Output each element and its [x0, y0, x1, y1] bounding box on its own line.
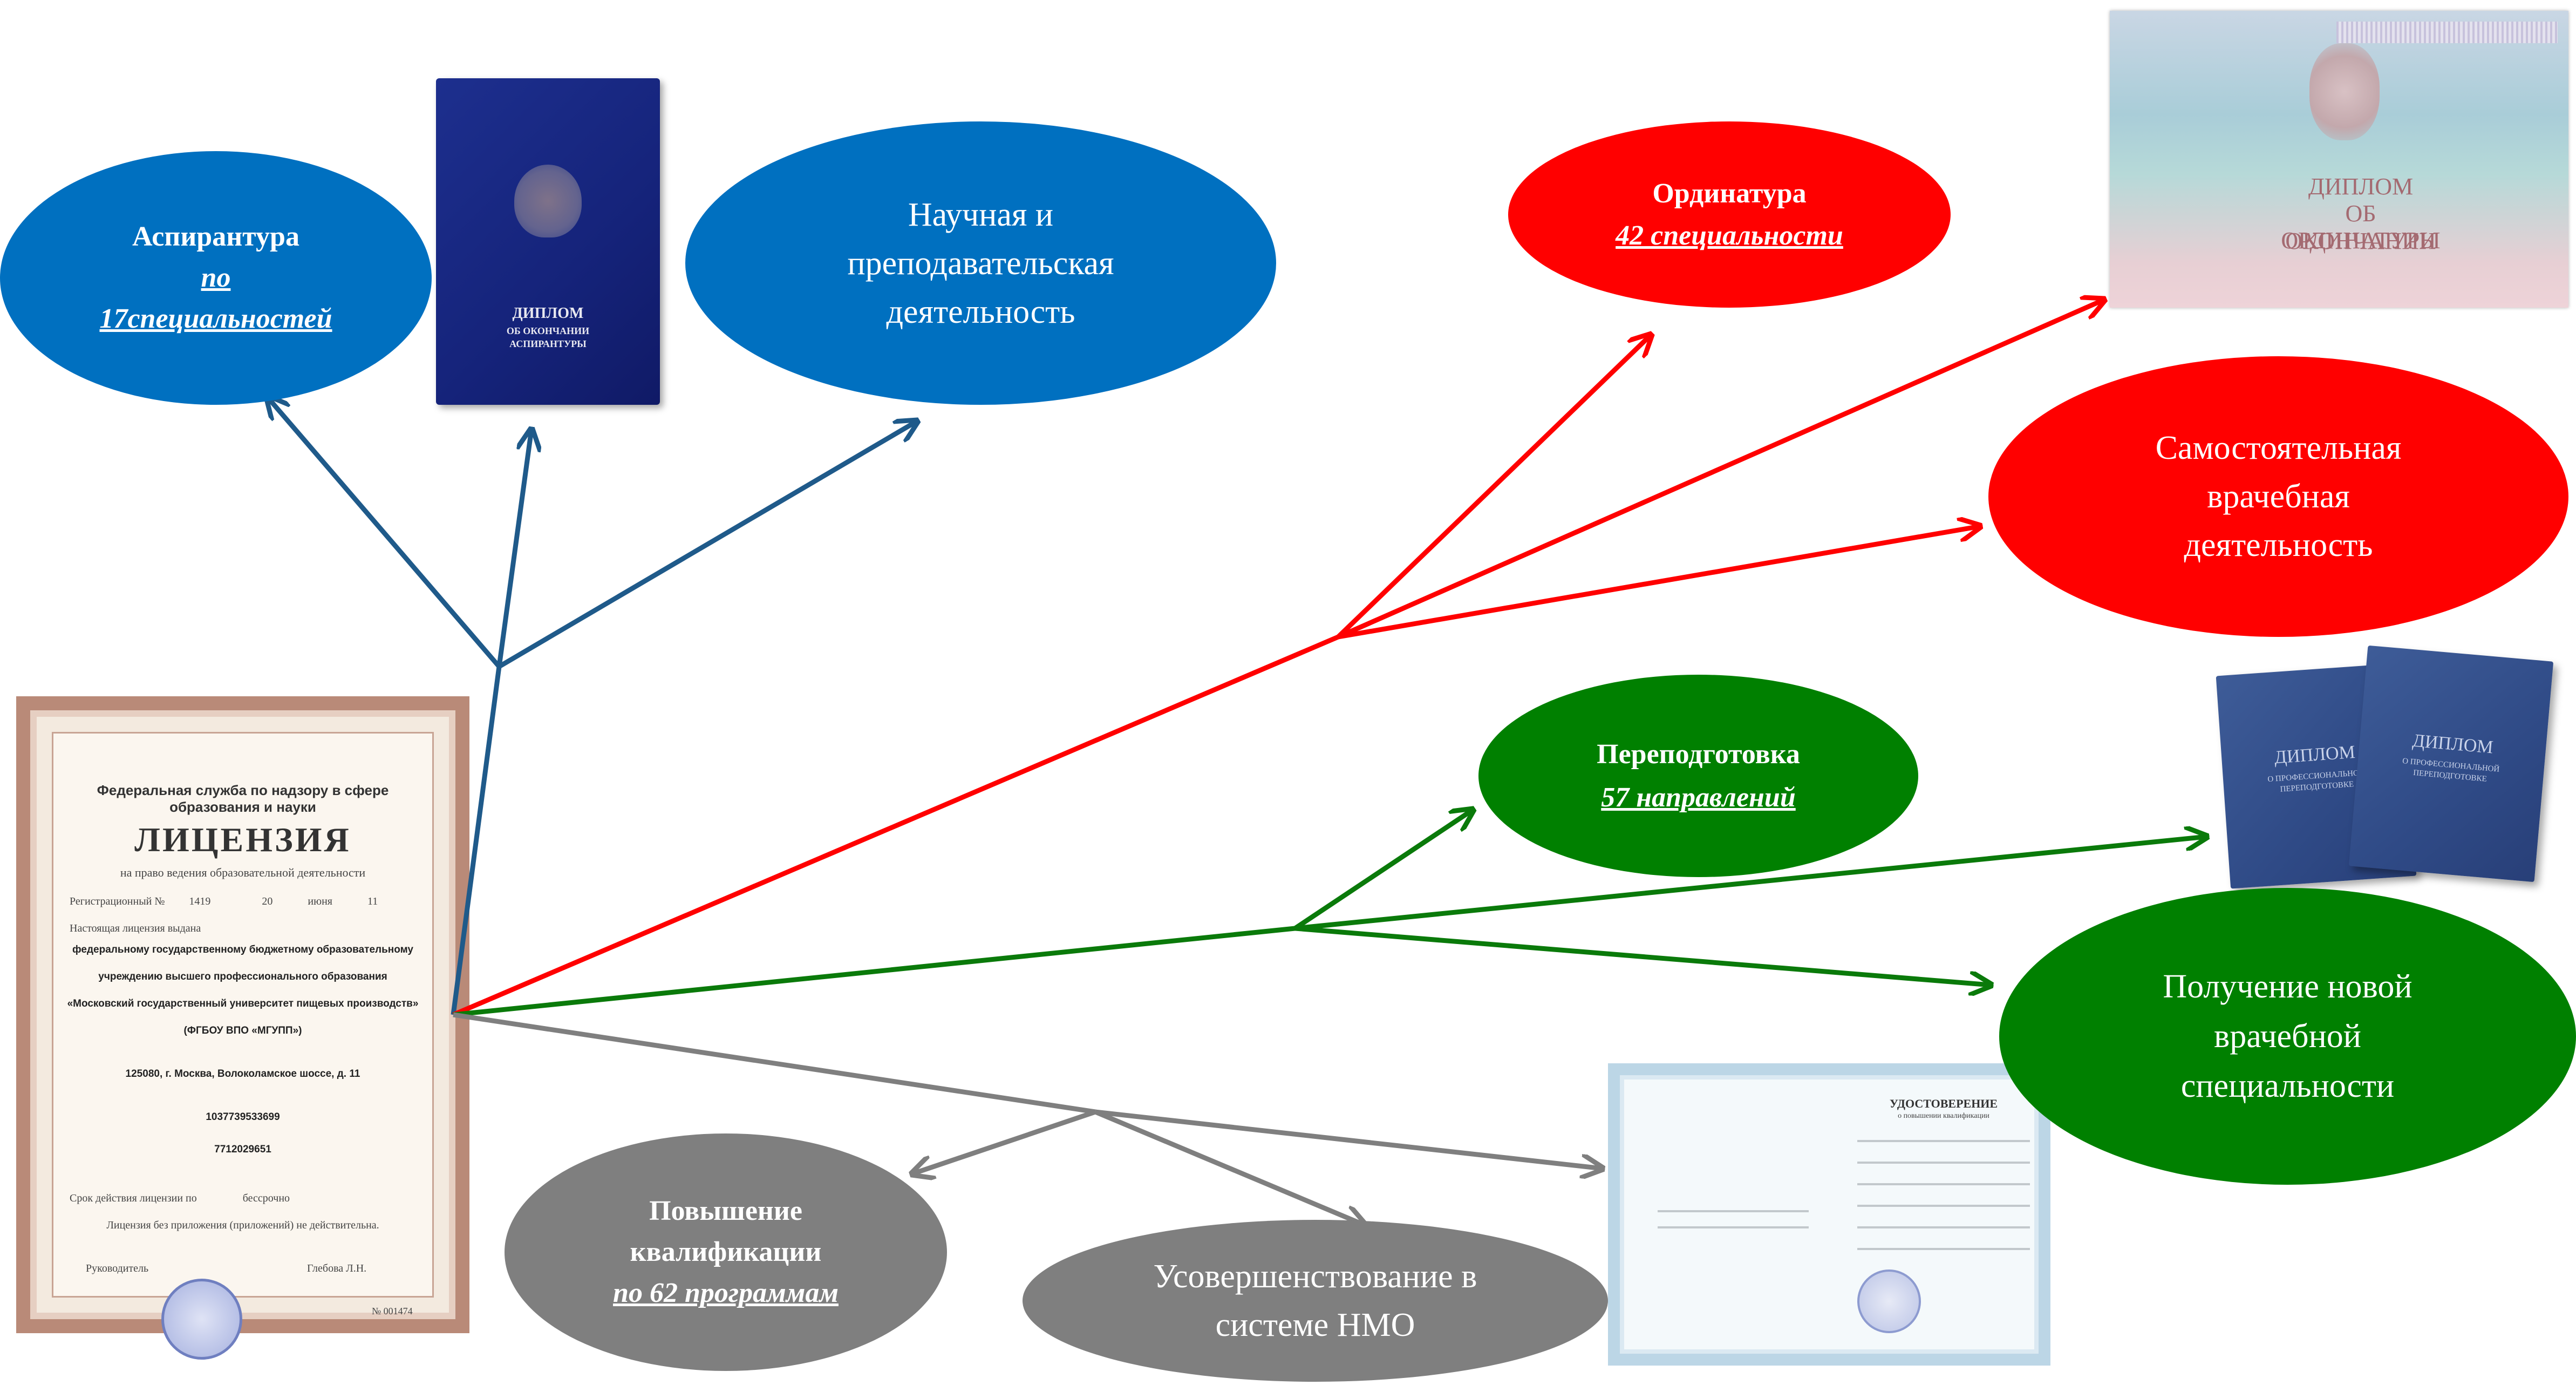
arrow-to-new-specialty [1294, 926, 1991, 985]
license-reg-label: Регистрационный № [70, 895, 165, 907]
ordinatura-diploma-line1: ДИПЛОМ [2308, 173, 2414, 200]
qualification-certificate-image: УДОСТОВЕРЕНИЕ о повышении квалификации [1608, 1063, 2050, 1366]
license-header: Федеральная служба по надзору в сфере об… [97, 782, 389, 815]
node-aspirantura: Аспирантура по 17специальностей [0, 151, 432, 405]
science-line1: Научная и [908, 196, 1054, 233]
ordinatura-count: 42 специальности [1616, 220, 1843, 251]
science-line3: деятельность [886, 293, 1075, 330]
arrow-to-qualification [912, 1109, 1096, 1174]
aspirantura-count: 17специальностей [99, 303, 332, 334]
license-inner-frame: Федеральная служба по надзору в сфере об… [52, 732, 434, 1360]
science-line2: преподавательская [847, 245, 1114, 282]
license-head-label: Руководитель [86, 1262, 149, 1274]
arrow-to-science [498, 421, 917, 669]
aspirantura-title: Аспирантура [132, 221, 299, 252]
license-registration: Регистрационный № 1419 20 июня 11 [70, 895, 378, 908]
node-ordinatura: Ординатура 42 специальности [1508, 121, 1951, 308]
node-nmo: Усовершенствование в системе НМО [1023, 1220, 1608, 1382]
license-date-year: 11 [367, 895, 378, 907]
license-document: Федеральная служба по надзору в сфере об… [16, 696, 469, 1360]
arrow-to-ordinatura [1336, 335, 1651, 639]
license-date-day: 20 [262, 895, 273, 907]
license-address: 125080, г. Москва, Волоколамское шоссе, … [125, 1068, 360, 1080]
certificate-title: УДОСТОВЕРЕНИЕ [1889, 1097, 1998, 1110]
arrow-to-retraining [1293, 810, 1473, 931]
certificate-subtitle: о повышении квалификации [1898, 1112, 1989, 1120]
aspirantura-count-prefix: по [201, 262, 231, 293]
independent-line2: врачебная [2207, 478, 2350, 515]
node-independent-practice: Самостоятельная врачебная деятельность [1988, 356, 2568, 637]
qualification-line2: квалификации [630, 1237, 822, 1267]
red-trunk-arrow [452, 634, 1339, 1017]
license-inn: 7712029651 [214, 1144, 271, 1155]
ordinatura-diploma-line3: ОРДИНАТУРЫ [2281, 227, 2441, 254]
certificate-text-line [1857, 1205, 2030, 1207]
arrow-to-ordinatura-diploma [1337, 300, 2104, 640]
certificate-text-line [1857, 1140, 2030, 1142]
coat-of-arms-icon [514, 165, 582, 237]
aspirantura-diploma-image: ДИПЛОМ ОБ ОКОНЧАНИИ АСПИРАНТУРЫ [436, 78, 660, 405]
arrow-to-certificate [1095, 1109, 1603, 1169]
certificate-text-line [1857, 1162, 2030, 1164]
license-ogrn: 1037739533699 [206, 1111, 280, 1123]
license-org-line2: учреждению высшего профессионального обр… [98, 971, 387, 982]
node-science-teaching: Научная и преподавательская деятельность [685, 121, 1276, 405]
grey-trunk-arrow [453, 1012, 1096, 1115]
certificate-text-line [1658, 1210, 1809, 1212]
aspirantura-diploma-line3: АСПИРАНТУРЫ [509, 338, 587, 349]
retraining-diploma-front-image: ДИПЛОМ О ПРОФЕССИОНАЛЬНОЙ ПЕРЕПОДГОТОВКЕ [2348, 645, 2554, 882]
node-retraining: Переподготовка 57 направлений [1478, 675, 1918, 877]
certificate-text-line [1857, 1248, 2030, 1250]
new-specialty-line3: специальности [2180, 1068, 2395, 1104]
certificate-text-line [1658, 1226, 1809, 1228]
arrow-to-aspirantura-diploma [496, 429, 531, 667]
ordinatura-title: Ординатура [1652, 178, 1807, 209]
qualification-line1: Повышение [649, 1196, 802, 1226]
nmo-line2: системе НМО [1215, 1307, 1415, 1343]
ordinatura-diploma-image: ДИПЛОМ ОБ ОКОНЧАНИИ ОРДИНАТУРЫ [2110, 11, 2568, 308]
node-qualification: Повышение квалификации по 62 программам [505, 1133, 947, 1371]
arrow-to-nmo [1094, 1109, 1365, 1225]
qualification-count: по 62 программам [613, 1278, 839, 1308]
license-org-line1: федеральному государственному бюджетному… [72, 944, 413, 955]
license-title: ЛИЦЕНЗИЯ [134, 820, 351, 859]
license-validity-note: Лицензия без приложения (приложений) не … [106, 1219, 379, 1231]
coat-of-arms-icon [2309, 43, 2380, 140]
license-validity-value: бессрочно [242, 1192, 290, 1204]
node-new-specialty: Получение новой врачебной специальности [1999, 888, 2576, 1185]
license-reg-number: 1419 [189, 895, 211, 907]
license-seal-icon [161, 1279, 242, 1360]
ordinatura-diploma-line2: ОБ ОКОНЧАНИИ [2285, 200, 2436, 254]
license-date-month: июня [308, 895, 332, 907]
new-specialty-line1: Получение новой [2163, 968, 2413, 1005]
certificate-text-line [1857, 1226, 2030, 1228]
retraining-title: Переподготовка [1597, 738, 1800, 770]
license-validity-label: Срок действия лицензии по [70, 1192, 197, 1204]
retraining-count: 57 направлений [1601, 782, 1796, 813]
new-specialty-line2: врачебной [2214, 1018, 2361, 1055]
arrow-to-independent-practice [1338, 526, 1980, 640]
license-head-name: Глебова Л.Н. [307, 1262, 367, 1274]
aspirantura-diploma-line2: ОБ ОКОНЧАНИИ [506, 325, 590, 336]
independent-line3: деятельность [2184, 527, 2373, 563]
license-number: № 001474 [372, 1306, 413, 1316]
independent-line1: Самостоятельная [2155, 430, 2402, 466]
license-issued-to: Настоящая лицензия выдана [70, 922, 201, 934]
license-org-line3: «Московский государственный университет … [67, 998, 419, 1009]
certificate-text-line [1857, 1183, 2030, 1185]
arrow-to-aspirantura [267, 397, 501, 668]
license-org-short: (ФГБОУ ВПО «МГУПП») [183, 1025, 302, 1036]
license-subtitle: на право ведения образовательной деятель… [120, 866, 366, 879]
decorative-stripe [2336, 22, 2558, 43]
aspirantura-diploma-line1: ДИПЛОМ [512, 305, 584, 322]
green-trunk-arrow [453, 926, 1296, 1017]
nmo-line1: Усовершенствование в [1153, 1258, 1477, 1295]
license-validity: Срок действия лицензии по бессрочно [70, 1192, 290, 1205]
certificate-seal-icon [1857, 1269, 1921, 1333]
